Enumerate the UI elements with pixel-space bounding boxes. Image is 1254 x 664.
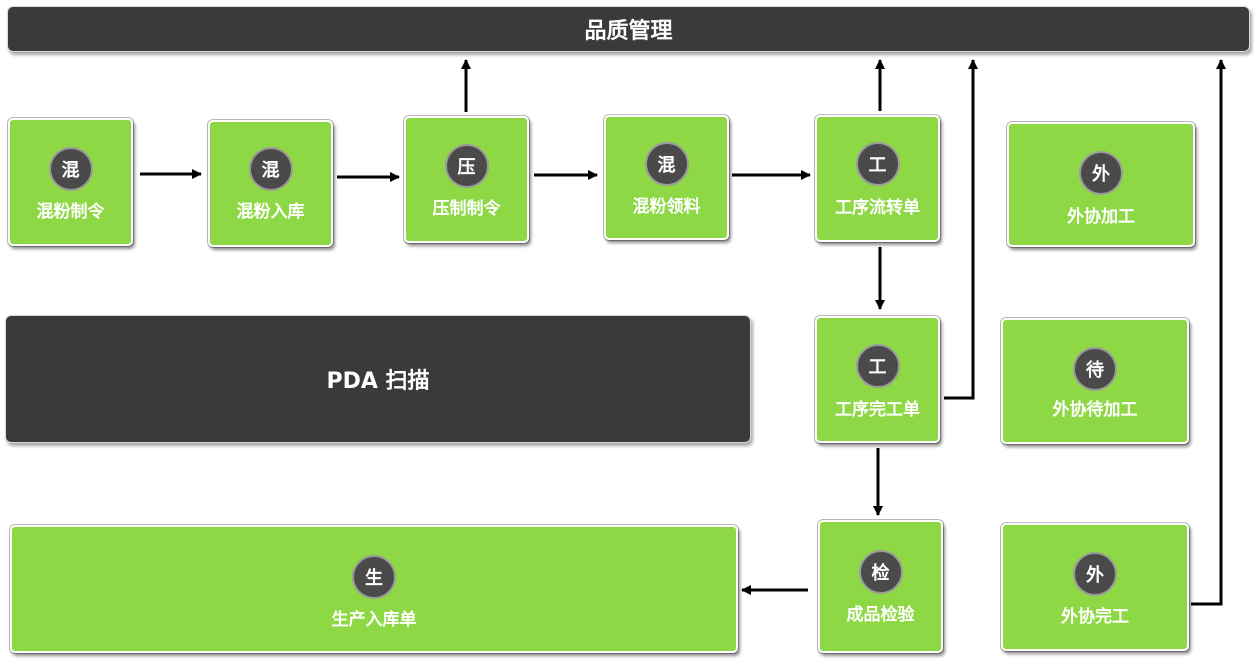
node-production-stock-in[interactable]: 生 生产入库单 [10, 525, 738, 653]
node-outsource-pending-icon: 待 [1073, 347, 1117, 391]
node-final-inspection[interactable]: 检 成品检验 [818, 520, 943, 653]
node-mix-material-pick[interactable]: 混 混粉领料 [604, 115, 729, 240]
node-outsource-complete-label: 外协完工 [1061, 607, 1129, 627]
node-production-stock-in-icon: 生 [352, 555, 396, 599]
node-press-order-label: 压制制令 [432, 199, 501, 219]
node-mix-stock-in-icon: 混 [248, 147, 293, 191]
node-outsource-process-icon: 外 [1079, 151, 1123, 195]
edge-outsource-complete-to-quality [1191, 59, 1226, 606]
quality-management-bar: 品质管理 [7, 6, 1250, 52]
node-final-inspection-label: 成品检验 [846, 605, 915, 625]
node-outsource-pending[interactable]: 待 外协待加工 [1001, 318, 1189, 444]
node-process-transfer-label: 工序流转单 [835, 198, 920, 218]
node-press-order[interactable]: 压 压制制令 [404, 116, 529, 243]
node-outsource-process[interactable]: 外 外协加工 [1007, 122, 1195, 247]
node-production-stock-in-label: 生产入库单 [331, 610, 417, 630]
node-mix-order-icon: 混 [48, 147, 93, 191]
node-mix-order[interactable]: 混 混粉制令 [8, 118, 133, 246]
node-process-complete[interactable]: 工 工序完工单 [815, 316, 940, 443]
node-process-complete-label: 工序完工单 [835, 400, 920, 420]
node-process-complete-icon: 工 [855, 344, 900, 388]
node-mix-order-label: 混粉制令 [36, 202, 105, 222]
node-mix-material-pick-icon: 混 [644, 142, 689, 186]
node-outsource-pending-label: 外协待加工 [1052, 400, 1138, 420]
node-final-inspection-icon: 检 [858, 550, 903, 594]
node-outsource-complete-icon: 外 [1073, 552, 1117, 596]
edge-process-complete-to-quality [944, 59, 978, 400]
node-outsource-process-label: 外协加工 [1067, 207, 1135, 227]
node-mix-stock-in[interactable]: 混 混粉入库 [208, 120, 333, 247]
node-mix-stock-in-label: 混粉入库 [236, 202, 305, 222]
node-press-order-icon: 压 [444, 144, 489, 188]
node-outsource-complete[interactable]: 外 外协完工 [1001, 523, 1189, 651]
node-process-transfer-icon: 工 [855, 142, 900, 186]
pda-scan-bar: PDA 扫描 [5, 315, 751, 443]
node-mix-material-pick-label: 混粉领料 [632, 197, 701, 217]
node-process-transfer[interactable]: 工 工序流转单 [815, 115, 940, 242]
